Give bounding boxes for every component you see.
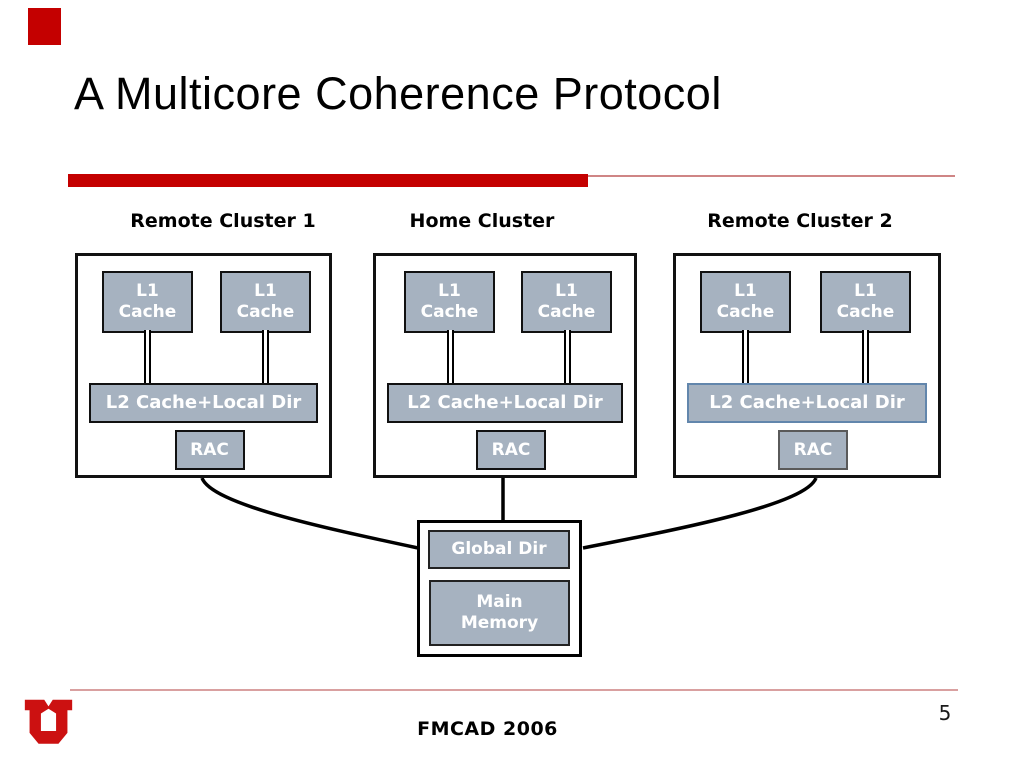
global-dir-node: Global Dir <box>428 530 570 569</box>
footer-rule <box>70 689 958 691</box>
rac-node: RAC <box>476 430 546 470</box>
bus-link <box>144 330 151 383</box>
university-block-u-logo <box>24 699 73 744</box>
rac-node: RAC <box>778 430 848 470</box>
bus-link <box>862 330 869 383</box>
cluster-box-remote-1: L1 Cache L1 Cache L2 Cache+Local Dir RAC <box>75 253 332 478</box>
l1-cache-node: L1 Cache <box>820 271 911 333</box>
l2-cache-node-highlighted: L2 Cache+Local Dir <box>687 383 927 423</box>
l1-cache-node: L1 Cache <box>404 271 495 333</box>
connector-remote2-to-globaldir <box>582 477 818 550</box>
footer-conference-label: FMCAD 2006 <box>417 718 558 740</box>
title-rule-bar <box>68 174 588 187</box>
cluster-box-home: L1 Cache L1 Cache L2 Cache+Local Dir RAC <box>373 253 637 478</box>
l2-cache-node: L2 Cache+Local Dir <box>387 383 623 423</box>
l1-cache-node: L1 Cache <box>220 271 311 333</box>
block-u-icon <box>24 699 73 744</box>
rac-node: RAC <box>174 430 245 470</box>
memory-node-box: Global Dir Main Memory <box>417 520 582 657</box>
bus-link <box>564 330 571 383</box>
bus-link <box>262 330 269 383</box>
l1-cache-node: L1 Cache <box>521 271 612 333</box>
cluster-label-home: Home Cluster <box>409 210 555 232</box>
main-memory-node: Main Memory <box>429 580 570 646</box>
page-number: 5 <box>938 701 952 725</box>
l1-cache-node: L1 Cache <box>102 271 193 333</box>
l1-cache-node: L1 Cache <box>700 271 791 333</box>
connector-remote1-to-globaldir <box>200 477 419 550</box>
slide-accent-square <box>28 8 61 45</box>
l2-cache-node: L2 Cache+Local Dir <box>89 383 318 423</box>
cluster-label-remote-2: Remote Cluster 2 <box>707 210 893 232</box>
page-title: A Multicore Coherence Protocol <box>74 68 722 119</box>
cluster-label-remote-1: Remote Cluster 1 <box>130 210 316 232</box>
bus-link <box>447 330 454 383</box>
cluster-box-remote-2: L1 Cache L1 Cache L2 Cache+Local Dir RAC <box>673 253 941 478</box>
bus-link <box>742 330 749 383</box>
